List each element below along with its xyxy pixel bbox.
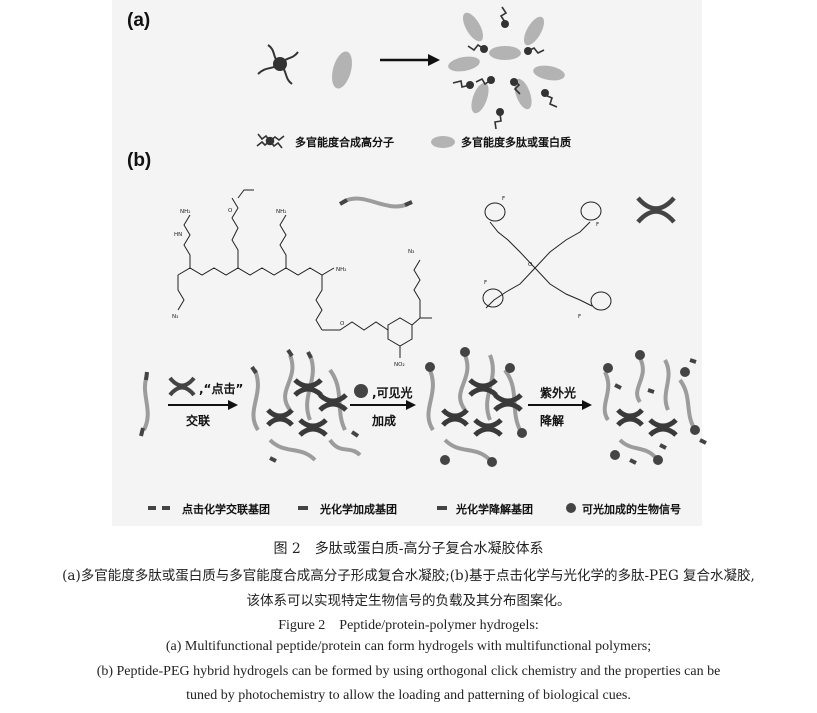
caption-body-cn-2: 该体系可以实现特定生物信号的负载及其分布图案化。 <box>246 593 571 609</box>
caption-title-cn: 图 2 多肽或蛋白质-高分子复合水凝胶体系 <box>273 541 544 557</box>
hydrogel-network-icon <box>448 6 565 130</box>
svg-text:F: F <box>484 280 487 286</box>
step-light-top: ,可见光 <box>372 386 413 400</box>
svg-text:F: F <box>502 196 505 202</box>
svg-text:NH₂: NH₂ <box>276 209 286 215</box>
bio-cue-reagent-icon <box>354 384 368 398</box>
click-reagent-icon <box>168 376 196 397</box>
svg-text:NH₂: NH₂ <box>336 267 346 273</box>
legend-bio-cue-label: 可光加成的生物信号 <box>582 503 681 516</box>
legend-polymer-icon <box>256 133 285 149</box>
caption-body-cn-1: (a)多官能度多肽或蛋白质与多官能度合成高分子形成复合水凝胶;(b)基于点击化学… <box>62 568 755 584</box>
svg-text:NH₂: NH₂ <box>180 209 190 215</box>
svg-text:N₃: N₃ <box>408 249 414 255</box>
arrow-light <box>350 400 416 410</box>
legend-peptide-label: 多官能度多肽或蛋白质 <box>461 136 571 149</box>
caption-body-en-1: (a) Multifunctional peptide/protein can … <box>165 639 652 654</box>
caption-body-en-3: tuned by photochemistry to allow the loa… <box>186 688 631 703</box>
legend-photo-degrade-label: 光化学降解基团 <box>456 503 533 516</box>
crosslinker-icon <box>636 196 676 224</box>
svg-text:HN: HN <box>174 232 182 238</box>
step-uv-bottom: 降解 <box>540 414 565 428</box>
bound-bio-cues <box>425 347 527 467</box>
peptide-strand-icon <box>339 196 413 209</box>
svg-text:N₃: N₃ <box>172 314 178 320</box>
svg-text:O: O <box>528 262 533 268</box>
svg-text:NO₂: NO₂ <box>394 362 405 368</box>
reaction-arrow <box>380 54 440 66</box>
svg-text:O: O <box>228 208 233 214</box>
peptide-structure <box>177 189 432 358</box>
released-bio-cues <box>603 350 700 465</box>
legend-peptide-icon <box>431 136 455 148</box>
step-click-bottom: 交联 <box>186 414 211 428</box>
panel-b-label: (b) <box>127 150 152 171</box>
functionalized-network <box>426 354 523 462</box>
free-peptide-icon <box>139 371 150 437</box>
caption-title-en: Figure 2 Peptide/protein-polymer hydroge… <box>278 618 539 633</box>
svg-text:F: F <box>578 314 581 320</box>
arrow-click <box>168 400 238 410</box>
crosslinked-network <box>250 348 362 463</box>
degraded-network <box>602 357 707 465</box>
star-polymer-icon <box>257 44 299 85</box>
legend-photo-add-label: 光化学加成基团 <box>320 503 397 516</box>
caption-body-en-2: (b) Peptide-PEG hybrid hydrogels can be … <box>96 664 721 679</box>
svg-text:F: F <box>596 222 599 228</box>
peg-crosslinker-structure <box>482 201 612 311</box>
figure-panel <box>112 0 702 526</box>
step-light-bottom: 加成 <box>372 414 397 428</box>
arrow-uv <box>528 400 592 410</box>
svg-text:O: O <box>340 321 345 327</box>
legend-polymer-label: 多官能度合成高分子 <box>295 136 394 149</box>
step-uv-top: 紫外光 <box>540 386 577 400</box>
peptide-ellipse-icon <box>332 51 352 89</box>
legend-click-group-label: 点击化学交联基团 <box>182 503 270 516</box>
legend-bio-cue-icon <box>566 503 576 513</box>
step-click-top: ,“点击” <box>199 382 244 396</box>
peptide-atom-labels: NH₂ HN NH₂ N₃ NH₂ NO₂ N₃ O O <box>172 208 414 368</box>
panel-a-label: (a) <box>127 10 151 31</box>
peg-atom-labels: F F F F O <box>484 196 599 320</box>
